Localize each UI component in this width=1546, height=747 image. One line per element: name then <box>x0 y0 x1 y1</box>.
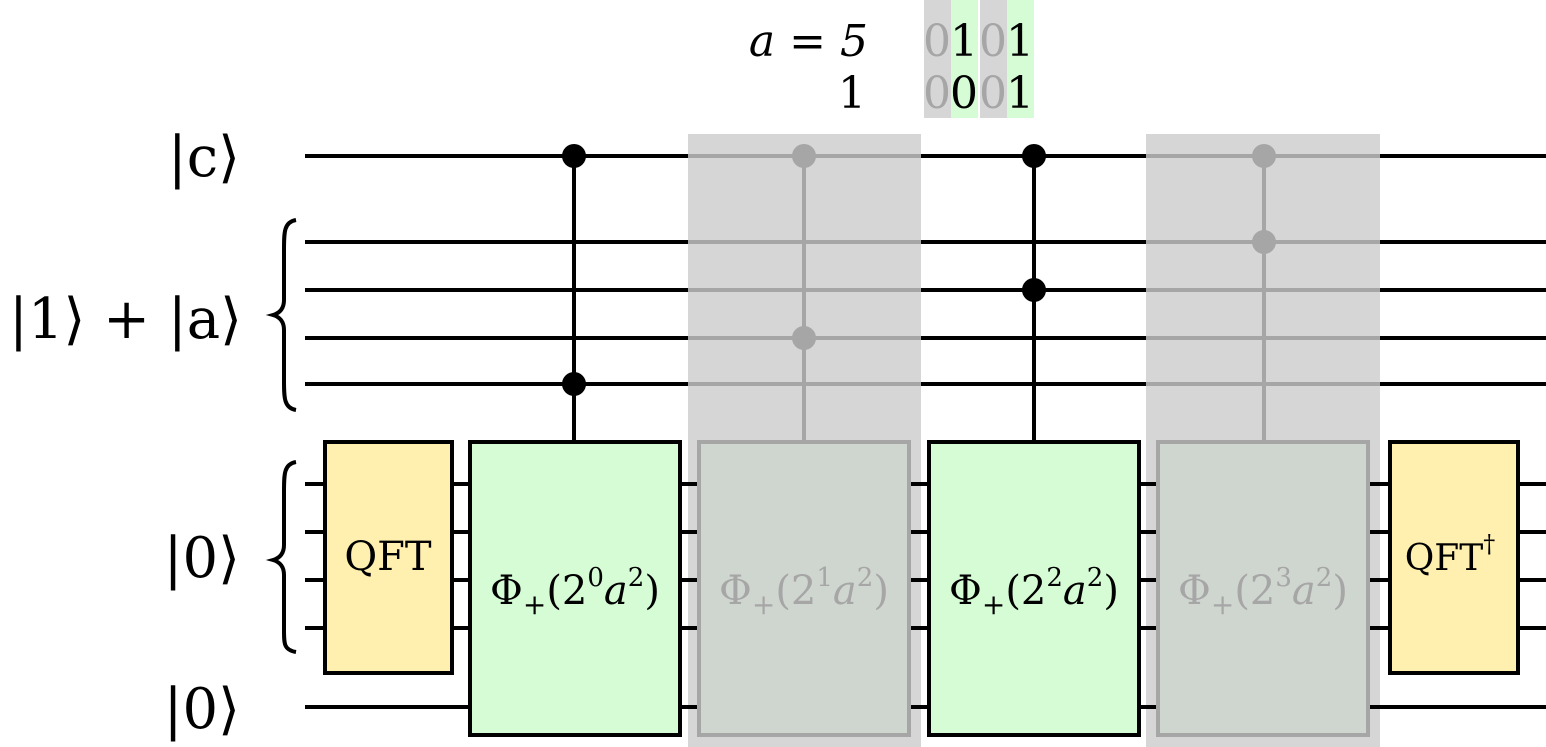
qft-gate <box>323 440 454 675</box>
control-dot <box>562 372 586 396</box>
one-bit-1: 0 <box>950 68 978 119</box>
phi-gate-2-label: Φ+(22a2) <box>949 563 1119 621</box>
bit-col-1-bg <box>951 0 978 118</box>
one-bit-0: 0 <box>923 68 951 119</box>
a-bit-2: 0 <box>979 16 1007 67</box>
qft-dagger-gate <box>1388 440 1520 675</box>
phi-gate-1-label: Φ+(21a2) <box>719 563 889 621</box>
control-dot <box>1022 144 1046 168</box>
control-dot <box>792 144 816 168</box>
target-brace <box>265 218 297 412</box>
control-dot <box>1252 230 1276 254</box>
ancilla-brace <box>265 460 297 654</box>
control-qubit-label: |c⟩ <box>168 125 240 190</box>
bit-col-3-bg <box>1007 0 1034 118</box>
phi-gate-0 <box>468 440 682 737</box>
ancilla-single-label: |0⟩ <box>164 677 240 742</box>
a-bit-0: 0 <box>923 16 951 67</box>
control-dot <box>1022 278 1046 302</box>
a-bit-3: 1 <box>1006 16 1034 67</box>
one-value-label: 1 <box>838 68 866 119</box>
control-dot <box>562 144 586 168</box>
qft-gate-label: QFT <box>344 534 432 580</box>
bit-col-0-bg <box>924 0 951 118</box>
phi-gate-0-label: Φ+(20a2) <box>490 563 660 621</box>
a-value-label: a = 5 <box>749 16 868 67</box>
one-bit-2: 0 <box>979 68 1007 119</box>
target-qubit-label: |1⟩ + |a⟩ <box>9 287 242 352</box>
ancilla-register-label: |0⟩ <box>164 526 240 591</box>
one-bit-3: 1 <box>1006 68 1034 119</box>
a-bit-1: 1 <box>950 16 978 67</box>
qft-dagger-gate-label: QFT† <box>1405 530 1496 579</box>
control-dot <box>792 326 816 350</box>
phi-gate-3-label: Φ+(23a2) <box>1178 563 1348 621</box>
bit-col-2-bg <box>980 0 1007 118</box>
phi-gate-2 <box>927 440 1141 737</box>
phi-gate-3 <box>1156 440 1370 737</box>
control-dot <box>1252 144 1276 168</box>
phi-gate-1 <box>697 440 911 737</box>
